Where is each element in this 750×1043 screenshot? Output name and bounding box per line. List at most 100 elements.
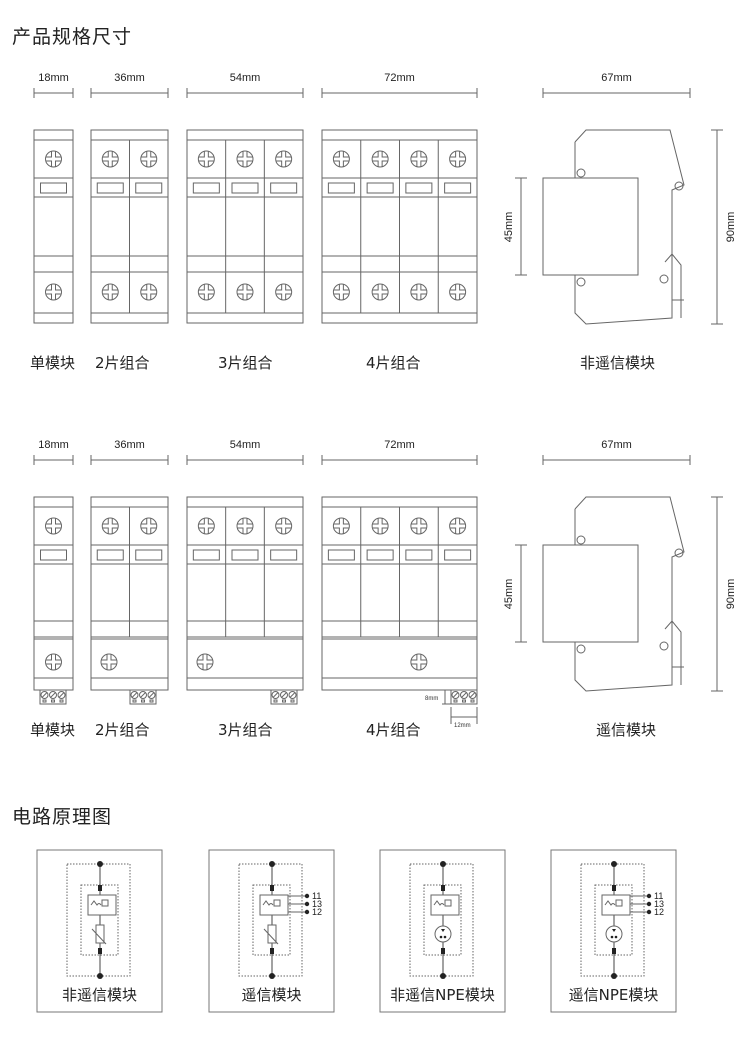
indicator-window: [366, 182, 394, 194]
d: [443, 935, 447, 939]
pin-dot: [646, 909, 652, 915]
c: [332, 517, 350, 535]
cross: [449, 284, 466, 300]
c: [101, 283, 119, 301]
line: [140, 692, 146, 698]
rect: [51, 699, 55, 703]
indicator-window: [327, 549, 355, 561]
body-height-label: 45mm: [503, 212, 515, 243]
screw-icon: [196, 653, 214, 671]
terminal-block: [450, 689, 478, 705]
label-3p: 3片组合: [218, 354, 273, 372]
terminal-dot: [611, 861, 617, 867]
screw-icon: [410, 150, 428, 168]
c: [288, 691, 297, 699]
terminal-dot: [97, 861, 103, 867]
fuse: [270, 948, 274, 954]
indicator-window: [192, 549, 220, 561]
terminal-dot: [440, 861, 446, 867]
switch-symbol: [262, 900, 274, 906]
gas-discharge-tube-icon: [605, 925, 623, 943]
mount-hole: [576, 535, 586, 545]
dimension-label: 72mm: [384, 439, 415, 451]
indicator-window: [231, 549, 259, 561]
cross: [275, 518, 292, 534]
c: [371, 517, 389, 535]
module-2p: 36mm: [90, 439, 169, 705]
terminal-dot: [440, 973, 446, 979]
screw-icon: [410, 283, 428, 301]
c: [101, 150, 119, 168]
fuse: [612, 948, 616, 954]
module-body: [186, 496, 304, 691]
circuit-frame: [379, 849, 506, 1013]
c: [605, 925, 623, 943]
fuse: [612, 885, 616, 891]
c: [197, 150, 215, 168]
rect: [39, 689, 67, 705]
module-body: [33, 496, 74, 691]
cross: [333, 284, 350, 300]
screw-icon: [140, 283, 158, 301]
circuit-frame: [550, 849, 677, 1013]
c: [451, 691, 460, 699]
rect: [129, 689, 157, 705]
screw-icon: [140, 517, 158, 535]
line: [41, 692, 48, 698]
indicator-window: [327, 182, 355, 194]
cross: [45, 284, 62, 300]
fuse: [98, 948, 102, 954]
line: [469, 692, 476, 698]
line: [461, 692, 467, 698]
c: [371, 150, 389, 168]
cross: [372, 518, 389, 534]
circuit-label: 遥信NPE模块: [569, 986, 659, 1004]
rect: [470, 699, 475, 703]
rect: [132, 699, 137, 703]
c: [101, 517, 119, 535]
screw-icon: [449, 283, 467, 301]
screw-icon: [236, 517, 254, 535]
line: [452, 692, 459, 698]
line: [58, 692, 65, 698]
c: [236, 150, 254, 168]
terminal-height-label: 8mm: [425, 696, 438, 702]
label-4p: 4片组合: [366, 721, 421, 739]
rect: [273, 699, 278, 703]
pin-label-12: 12: [312, 907, 322, 917]
cross: [372, 284, 389, 300]
cross: [372, 151, 389, 167]
c: [280, 691, 288, 699]
indicator-window: [231, 182, 259, 194]
label-2p: 2片组合: [95, 354, 150, 372]
c: [449, 283, 467, 301]
c: [449, 150, 467, 168]
screw-icon: [45, 653, 62, 671]
dimension-label: 54mm: [230, 72, 261, 84]
thermal-switch: [615, 899, 623, 907]
screw-icon: [101, 283, 119, 301]
module-body: [321, 496, 478, 691]
label-single: 单模块: [30, 721, 75, 739]
indicator-window: [366, 549, 394, 561]
cross: [198, 518, 215, 534]
pin-label-11: 11: [312, 891, 321, 901]
mount-hole: [576, 168, 586, 178]
fuse: [441, 948, 445, 954]
c: [332, 150, 350, 168]
switch-symbol: [433, 900, 445, 906]
screw-icon: [45, 283, 62, 301]
screw-icon: [275, 150, 293, 168]
c: [434, 925, 452, 943]
module-1p: 18mm: [33, 72, 74, 324]
indicator-window: [96, 549, 124, 561]
screw-icon: [236, 283, 254, 301]
outer-dashed: [580, 863, 645, 977]
c: [332, 283, 350, 301]
